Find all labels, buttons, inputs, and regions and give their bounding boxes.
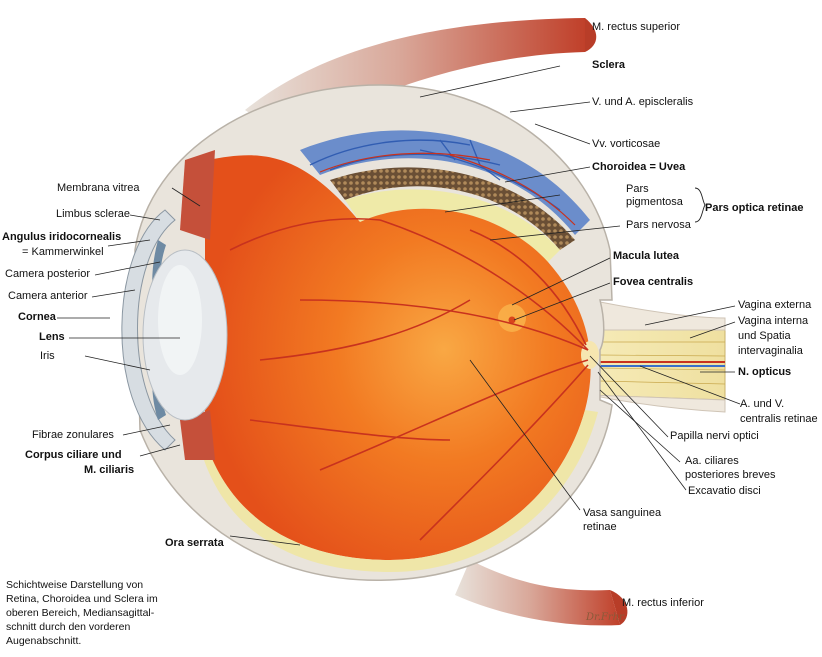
label-fovea-centralis: Fovea centralis <box>613 276 694 288</box>
label-n-opticus: N. opticus <box>738 366 792 378</box>
label-iris: Iris <box>40 350 55 362</box>
label-aa-ciliares-2: posteriores breves <box>685 469 776 481</box>
label-vagina-interna-1: Vagina interna <box>738 315 809 327</box>
label-angulus-1: Angulus iridocornealis <box>2 231 122 243</box>
label-choroidea: Choroidea = Uvea <box>592 161 686 173</box>
label-vagina-interna-2: und Spatia <box>738 330 791 342</box>
fundus-shape <box>205 155 591 560</box>
label-lens: Lens <box>39 331 65 343</box>
label-corpus-ciliare-2: M. ciliaris <box>84 464 135 476</box>
label-membrana-vitrea: Membrana vitrea <box>57 182 140 194</box>
label-m-rectus-superior: M. rectus superior <box>592 21 681 33</box>
label-pars-pigmentosa-1: Pars <box>626 183 649 195</box>
caption-line: oberen Bereich, Mediansagittal- <box>6 607 155 619</box>
label-excavatio-disci: Excavatio disci <box>688 485 761 497</box>
m-rectus-inferior-shape <box>455 560 620 626</box>
label-a-v-centralis-1: A. und V. <box>740 398 785 410</box>
label-vagina-externa: Vagina externa <box>738 299 812 311</box>
caption-line: Retina, Choroidea und Sclera im <box>6 593 158 605</box>
pars-pigmentosa-shape <box>330 167 575 250</box>
label-fibrae-zonulares: Fibrae zonulares <box>32 429 114 441</box>
label-sclera: Sclera <box>592 59 626 71</box>
label-angulus-2: = Kammerwinkel <box>22 246 104 258</box>
label-a-v-centralis-2: centralis retinae <box>740 413 818 425</box>
label-pars-pigmentosa-2: pigmentosa <box>626 196 683 208</box>
label-macula-lutea: Macula lutea <box>613 250 680 262</box>
label-vasa-sanguinea-1: Vasa sanguinea <box>583 507 662 519</box>
caption-line: Schichtweise Darstellung von <box>6 579 144 591</box>
label-vasa-sanguinea-2: retinae <box>583 521 617 533</box>
label-pars-optica-retinae: Pars optica retinae <box>705 202 804 214</box>
caption-line: schnitt durch den vorderen <box>6 621 131 633</box>
label-corpus-ciliare-1: Corpus ciliare und <box>25 449 122 461</box>
label-limbus-sclerae: Limbus sclerae <box>56 208 130 220</box>
fovea-centralis-shape <box>508 316 516 324</box>
artist-signature: Dr.Frhr. <box>586 612 626 623</box>
label-v-a-episcleralis: V. und A. episcleralis <box>592 96 694 108</box>
caption-line: Augenabschnitt. <box>6 635 82 647</box>
label-m-rectus-inferior: M. rectus inferior <box>622 597 704 609</box>
label-ora-serrata: Ora serrata <box>165 537 224 549</box>
label-vagina-interna-3: intervaginalia <box>738 345 803 357</box>
label-camera-anterior: Camera anterior <box>8 290 88 302</box>
label-pars-nervosa: Pars nervosa <box>626 219 691 231</box>
label-camera-posterior: Camera posterior <box>5 268 90 280</box>
cornea-shape <box>121 209 176 451</box>
pars-nervosa-shape <box>345 189 560 262</box>
label-aa-ciliares-1: Aa. ciliares <box>685 455 739 467</box>
label-cornea: Cornea <box>18 311 56 323</box>
choroid-shape <box>300 130 590 235</box>
label-papilla-nervi-optici: Papilla nervi optici <box>670 430 759 442</box>
leader-lines <box>57 65 741 546</box>
ciliary-body-upper <box>180 150 215 240</box>
retinal-vessels <box>229 217 589 541</box>
label-vv-vorticosae: Vv. vorticosae <box>592 138 661 150</box>
figure-caption: Schichtweise Darstellung von Retina, Cho… <box>6 578 226 648</box>
ciliary-body-lower <box>180 410 215 460</box>
